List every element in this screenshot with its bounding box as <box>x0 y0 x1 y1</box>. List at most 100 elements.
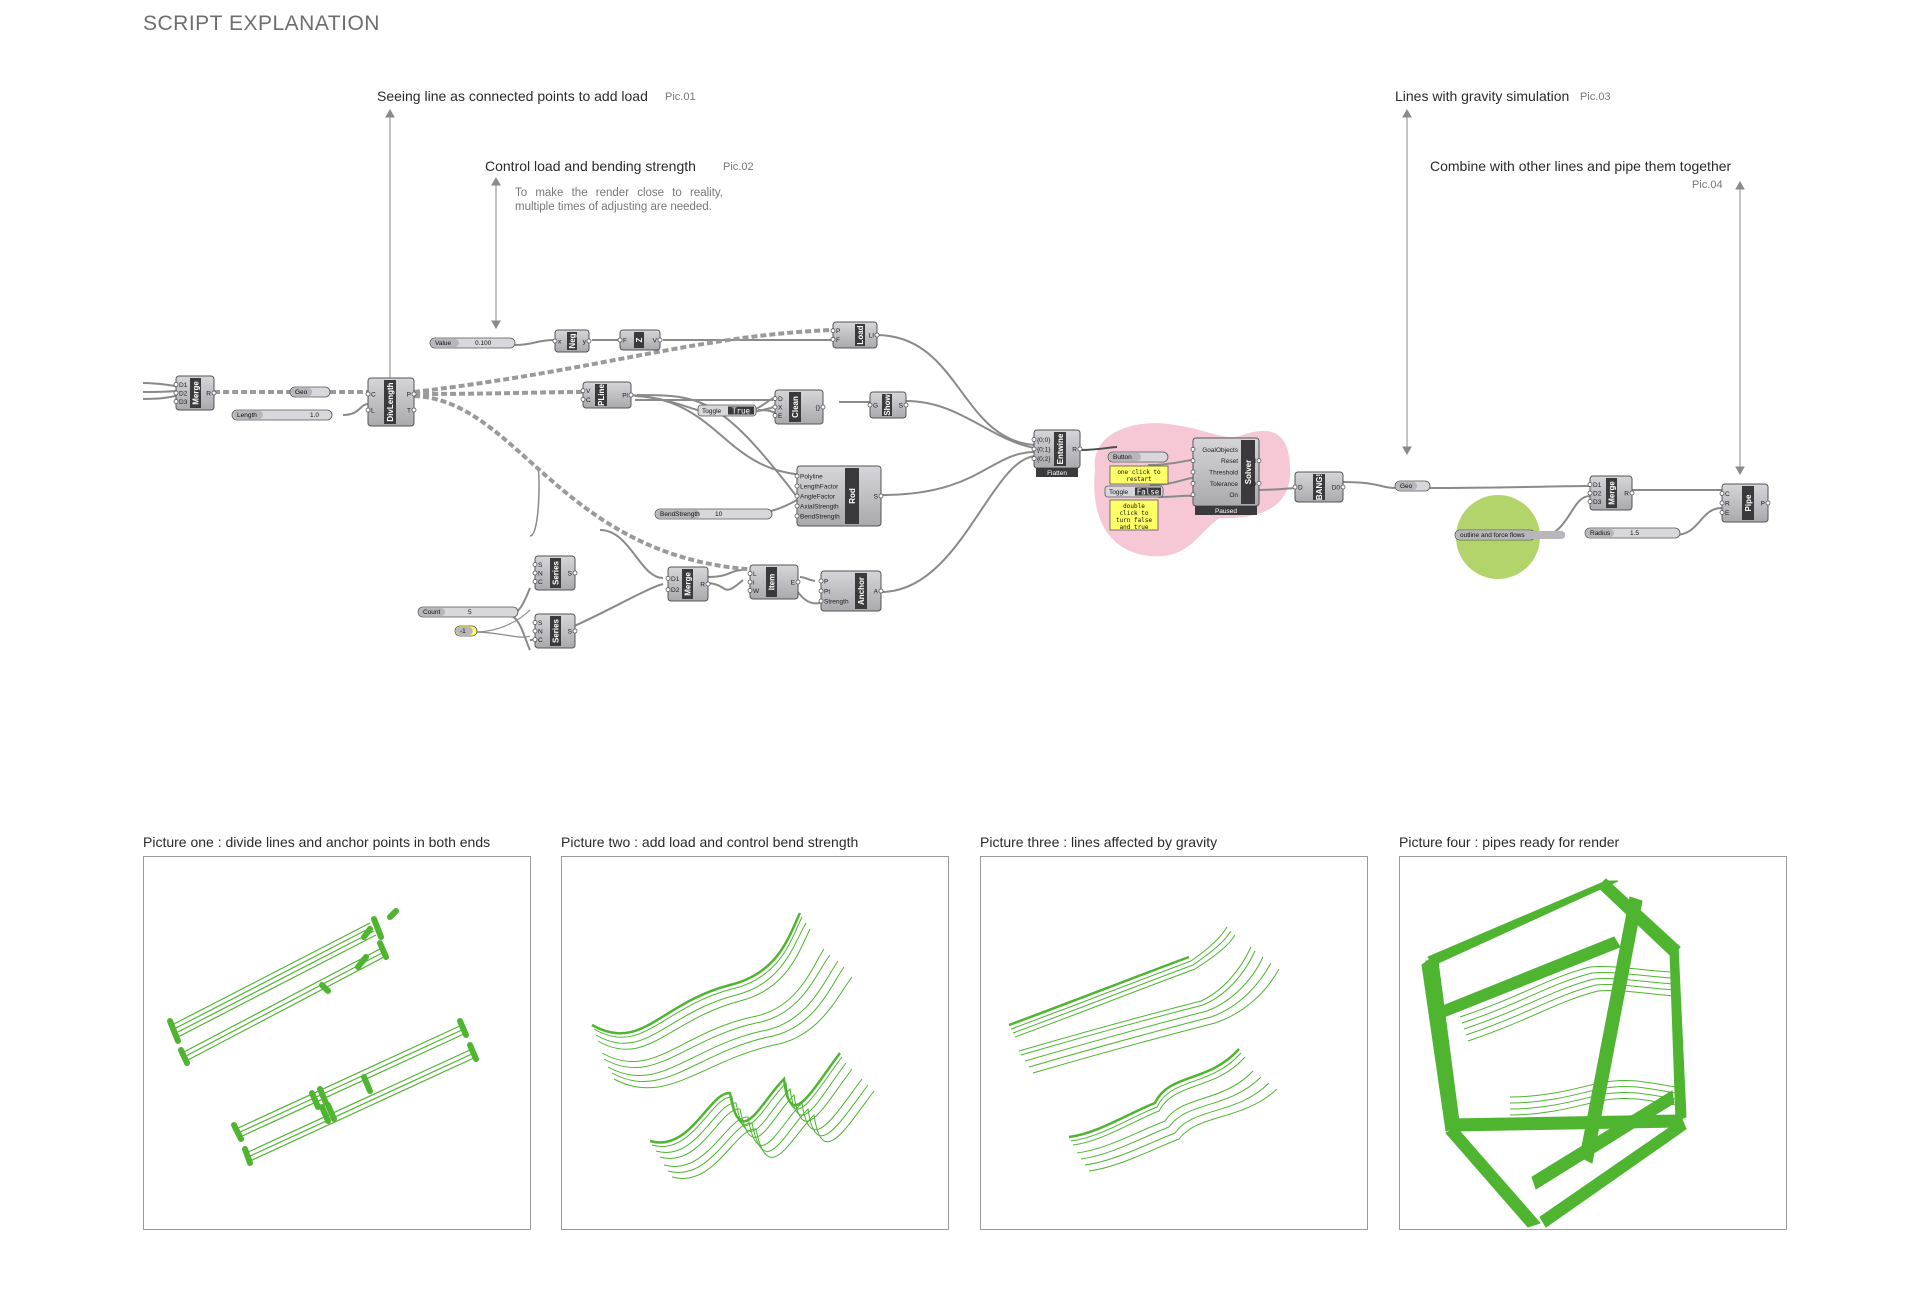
neg-title: Neg <box>568 333 577 348</box>
toggle1-label: Toggle <box>702 408 722 415</box>
anchor-output-label: A <box>874 589 879 596</box>
picture-two-caption: Picture two : add load and control bend … <box>561 834 859 850</box>
annotation-bend-subtext: To make the render close to reality, mul… <box>515 187 723 213</box>
entwine-input-label: {0;2} <box>1037 456 1051 463</box>
anchor-input-label: P <box>824 579 828 586</box>
merge3-input-label: D2 <box>1593 491 1602 498</box>
geo2-label: Geo <box>1400 483 1413 490</box>
clean-output-label: {} <box>816 405 821 412</box>
button-label: Button <box>1113 454 1132 461</box>
rod-input-label: LengthFactor <box>800 484 839 491</box>
series1-input-label: N <box>538 571 543 578</box>
note2-text: and true <box>1120 524 1149 531</box>
clean-title: Clean <box>791 396 800 418</box>
entwine-input-label: {0;1} <box>1037 447 1051 454</box>
picture-four-frame <box>1399 856 1787 1230</box>
toggle2-toggle[interactable]: Toggle False <box>1104 485 1164 498</box>
picture-three-caption: Picture three : lines affected by gravit… <box>980 834 1218 850</box>
picture-one-render <box>167 908 479 1166</box>
rod-input-label: BendStrength <box>800 514 840 521</box>
divlength-title: DivLength <box>386 382 395 421</box>
note1-text: restart <box>1126 476 1152 483</box>
annotation-gravity-title: Lines with gravity simulation <box>1395 88 1570 104</box>
merge2-title: Merge <box>684 572 693 596</box>
entwine-output-label: R <box>1072 447 1077 454</box>
annotation-bend-title: Control load and bending strength <box>485 158 696 174</box>
series1-title: Series <box>552 560 561 585</box>
solver-title: Solver <box>1244 460 1253 484</box>
page-title: SCRIPT EXPLANATION <box>143 12 380 35</box>
length-label: Length <box>237 412 257 419</box>
picture-four-caption: Picture four : pipes ready for render <box>1399 834 1620 850</box>
merge1-input-label: D2 <box>179 391 188 398</box>
count-label: Count <box>423 609 441 616</box>
bang-input-label: D <box>1298 485 1303 492</box>
merge3-input-label: D3 <box>1593 499 1602 506</box>
bendstrength-value: 10 <box>715 511 723 518</box>
anchor-input-label: Pt <box>824 589 830 596</box>
bang-output-label: D0 <box>1332 485 1341 492</box>
load-input-label: F <box>836 337 840 344</box>
merge3-title: Merge <box>1608 481 1617 505</box>
clean-input-label: E <box>778 413 783 420</box>
outline-label: outline and force flows <box>1460 532 1525 539</box>
picture-two-frame <box>561 856 949 1230</box>
entwine-input-label: {0;0} <box>1037 437 1051 444</box>
bang-component[interactable]: BANG! D D0 <box>1292 471 1346 503</box>
pline-title: PLine <box>597 384 606 406</box>
minus1-label: -1 <box>460 628 466 635</box>
outline-param[interactable]: outline and force flows <box>1454 529 1566 541</box>
geo1-param[interactable]: Geo <box>289 386 331 398</box>
series1-output-label: S <box>568 571 573 578</box>
picture-three-frame <box>980 856 1368 1230</box>
anchor-title: Anchor <box>857 577 866 605</box>
merge3-output-label: R <box>1624 491 1629 498</box>
rod-title: Rod <box>848 488 857 504</box>
toggle2-value: False <box>1137 488 1160 497</box>
minus1-param[interactable]: -1 <box>454 625 478 637</box>
bang-title: BANG! <box>1315 474 1324 500</box>
solver-input-label: Reset <box>1221 458 1238 465</box>
load-output-label: LI <box>869 333 875 340</box>
solver-input-label: Threshold <box>1209 470 1238 477</box>
note2-text: click to <box>1120 510 1149 517</box>
merge1-output-label: R <box>206 391 211 398</box>
solver-component[interactable]: SolverGoalObjectsResetThresholdTolerance… <box>1190 437 1262 515</box>
geo2-param[interactable]: Geo <box>1394 480 1431 492</box>
toggle2-label: Toggle <box>1109 489 1129 496</box>
button-param[interactable]: Button <box>1107 451 1169 463</box>
series1-input-label: C <box>538 579 543 586</box>
show-input-label: G <box>873 403 878 410</box>
item-input-label: i <box>753 580 754 587</box>
divlength-input-label: L <box>371 408 375 415</box>
rod-component[interactable]: RodPolylineLengthFactorAngleFactorAxialS… <box>794 465 884 527</box>
annotation-load-title: Seeing line as connected points to add l… <box>377 88 648 104</box>
z-title: Z <box>635 337 644 342</box>
divlength-input-label: C <box>371 392 376 399</box>
